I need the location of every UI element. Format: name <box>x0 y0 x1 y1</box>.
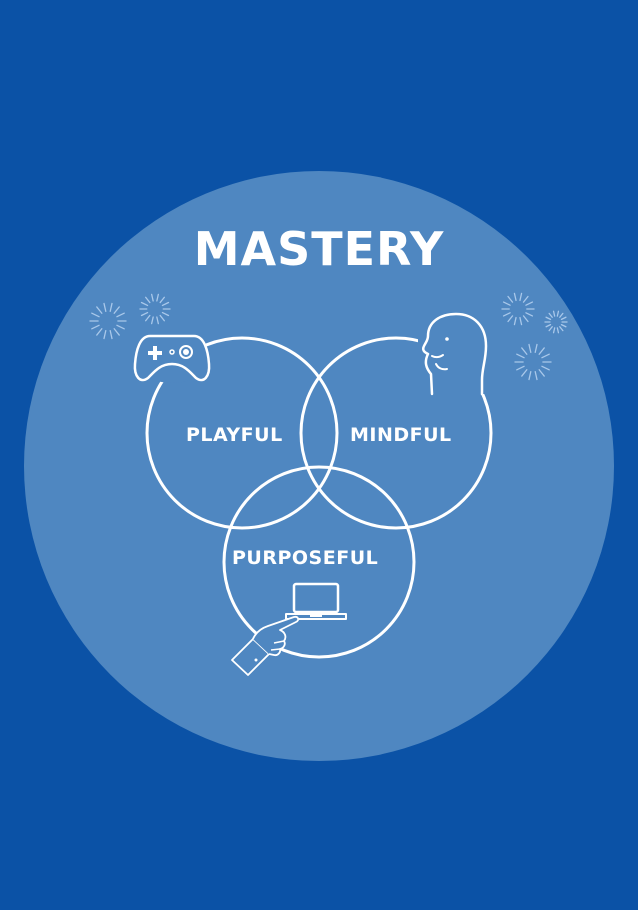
gamepad-icon <box>133 331 211 383</box>
playful-circle <box>145 336 339 530</box>
purposeful-label: PURPOSEFUL <box>232 547 379 569</box>
sparkle-icon <box>514 343 552 381</box>
sparkle-icon <box>544 310 568 334</box>
laptop-icon <box>285 582 347 620</box>
sparkle-icon <box>139 293 171 325</box>
sparkle-icon <box>89 302 127 340</box>
sparkles <box>89 292 568 381</box>
mindful-label: MINDFUL <box>350 424 452 446</box>
playful-label: PLAYFUL <box>186 424 283 446</box>
sparkle-icon <box>501 292 535 326</box>
purposeful-circle <box>222 465 416 659</box>
head-profile-icon <box>418 312 488 396</box>
mindful-circle <box>299 336 493 530</box>
diagram-title: MASTERY <box>193 222 445 276</box>
pointing-hand-icon <box>231 615 300 676</box>
